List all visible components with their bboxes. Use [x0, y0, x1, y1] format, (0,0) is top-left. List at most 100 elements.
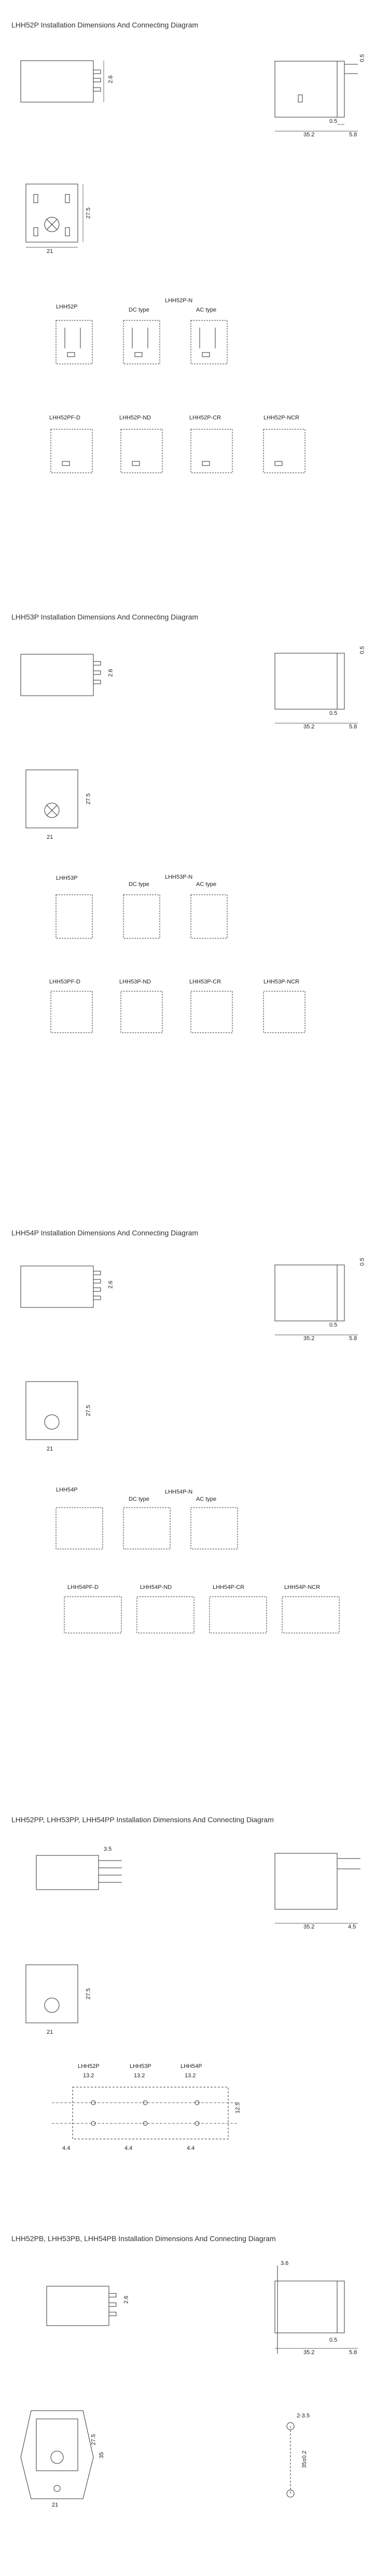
- diagram-label: LHH52P-CR: [189, 415, 221, 421]
- relay-top-view: 35.2 0.5 5.8 0.5: [262, 1249, 371, 1353]
- diagram-label: LHH52PF-D: [49, 415, 80, 421]
- relay-side-view: 2.6: [16, 1260, 119, 1317]
- relay-side-view: 2.6: [31, 2276, 135, 2333]
- diagram-label: LHH53P-ND: [119, 979, 151, 985]
- dim-pin: 5.8: [349, 2349, 357, 2356]
- section-title: LHH53P Installation Dimensions And Conne…: [11, 613, 199, 621]
- diagram-label: AC type: [196, 307, 217, 313]
- dim-pin: 5.8: [349, 1335, 357, 1342]
- wiring-diagram-row1: [52, 317, 259, 369]
- relay-bottom-view: 27.5 35 21: [10, 2400, 114, 2509]
- diagram-label: DC type: [129, 307, 149, 313]
- diagram-label: AC type: [196, 881, 217, 888]
- dim-top: 0.5: [359, 54, 366, 62]
- dim-gap: 0.5: [329, 710, 338, 716]
- wiring-diagram-row2: [47, 426, 327, 478]
- section-title: LHH52PP, LHH53PP, LHH54PP Installation D…: [11, 1815, 274, 1824]
- dim-label: 2.6: [123, 2296, 130, 2304]
- diagram-label: LHH54P: [56, 1487, 78, 1493]
- pcb-dim: 13.2: [83, 2073, 94, 2079]
- hole-dim: 2-3.5: [297, 2413, 310, 2419]
- wiring-diagram-row1: [52, 1505, 259, 1552]
- dim-bottom-width: 21: [52, 2502, 59, 2508]
- pcb-label: LHH52P: [78, 2063, 100, 2070]
- diagram-label: LHH52P-NCR: [263, 415, 300, 421]
- relay-top-view: 3.6 35.2 0.5 5.8: [262, 2260, 371, 2364]
- dim-bottom-width: 21: [47, 1446, 53, 1452]
- relay-bottom-view: 27.5 21: [21, 1960, 114, 2037]
- section-lhh54p-row2: LHH54PF-D LHH54P-ND LHH54P-CR LHH54P-NCR: [0, 1555, 389, 1638]
- dim-label: 3.5: [104, 1846, 112, 1852]
- section-lhh5xpb: LHH52PB, LHH53PB, LHH54PB Installation D…: [0, 2167, 389, 2576]
- mounting-holes: 2-3.5 35±0.2: [270, 2413, 332, 2504]
- pcb-dim: 4.4: [187, 2145, 195, 2151]
- diagram-label: LHH54P-N: [165, 1489, 193, 1495]
- dim-pin: 4.5: [348, 1924, 356, 1930]
- dim-pin: 5.8: [349, 724, 357, 730]
- diagram-label: DC type: [129, 1496, 149, 1502]
- diagram-label: LHH53P-N: [165, 874, 193, 880]
- diagram-label: LHH53P: [56, 875, 78, 881]
- diagram-label: LHH52P-ND: [119, 415, 151, 421]
- dim-gap: 0.5: [329, 1322, 338, 1328]
- pcb-hole-grid: [52, 2082, 239, 2144]
- dim-width: 35.2: [303, 2349, 315, 2356]
- pcb-dim: 4.4: [124, 2145, 133, 2151]
- pcb-label: LHH53P: [130, 2063, 151, 2070]
- dim-label: 2.6: [107, 1280, 114, 1289]
- dim-gap: 0.5: [329, 2337, 338, 2343]
- section-title: LHH54P Installation Dimensions And Conne…: [11, 1229, 199, 1237]
- diagram-label: LHH54P-CR: [213, 1584, 245, 1590]
- dim-width: 35.2: [303, 724, 315, 730]
- diagram-label: LHH52P: [56, 304, 78, 310]
- diagram-label: LHH54P-ND: [140, 1584, 172, 1590]
- dim-label: 2.6: [107, 669, 114, 677]
- relay-bottom-view: 27.5 21: [21, 765, 114, 842]
- dim-total: 35: [99, 2452, 105, 2459]
- pcb-dim: 13.2: [134, 2073, 145, 2079]
- section-title: LHH52P Installation Dimensions And Conne…: [11, 21, 199, 29]
- wiring-diagram-row2: [47, 989, 327, 1036]
- pcb-dim: 4.4: [62, 2145, 71, 2151]
- relay-top-view: 35.2 4.5: [262, 1838, 371, 1941]
- dim-label: 2.6: [107, 75, 114, 83]
- section-title: LHH52PB, LHH53PB, LHH54PB Installation D…: [11, 2234, 276, 2243]
- dim-bottom-width: 21: [47, 834, 53, 840]
- diagram-label: LHH53P-CR: [189, 979, 221, 985]
- diagram-label: LHH54P-NCR: [284, 1584, 321, 1590]
- pcb-label: LHH54P: [180, 2063, 202, 2070]
- hole-dim: 35±0.2: [301, 2451, 308, 2468]
- relay-bottom-view: 27.5 21: [21, 1376, 114, 1454]
- dim-width: 35.2: [303, 1335, 315, 1342]
- wiring-diagram-row2: [62, 1595, 342, 1636]
- dim-width: 35.2: [303, 1924, 315, 1930]
- dim-gap: 0.5: [329, 118, 338, 124]
- section-lhh52p: LHH52P Installation Dimensions And Conne…: [0, 0, 389, 508]
- section-lhh53p: LHH53P Installation Dimensions And Conne…: [0, 518, 389, 1037]
- relay-top-view: 35.2 0.5 5.8 0.5: [262, 46, 371, 149]
- dim-height: 27.5: [85, 207, 92, 219]
- diagram-label: LHH54PF-D: [67, 1584, 99, 1590]
- diagram-label: LHH53PF-D: [49, 979, 80, 985]
- dim-top: 0.5: [359, 1258, 366, 1266]
- dim-bottom-width: 21: [47, 2029, 53, 2035]
- diagram-label: DC type: [129, 881, 149, 888]
- diagram-label: LHH53P-NCR: [263, 979, 300, 985]
- dim-height: 27.5: [85, 1988, 92, 2000]
- pcb-dim: 13.2: [185, 2073, 196, 2079]
- relay-top-view: 35.2 0.5 5.8 0.5: [262, 638, 371, 741]
- dim-height: 27.5: [85, 793, 92, 805]
- section-lhh5xpp: LHH52PP, LHH53PP, LHH54PP Installation D…: [0, 1638, 389, 2053]
- pcb-layout: LHH52P LHH53P LHH54P 13.2 13.2 13.2 4.4 …: [0, 2053, 389, 2167]
- relay-side-view: 2.6: [16, 648, 119, 705]
- dim-bottom-width: 21: [47, 248, 53, 255]
- diagram-label: LHH52P-N: [165, 298, 193, 304]
- dim-pin: 5.8: [349, 132, 357, 138]
- relay-bottom-view: 27.5 21: [21, 179, 114, 257]
- dim-height: 27.5: [90, 2434, 97, 2445]
- dim-width: 35.2: [303, 132, 315, 138]
- wiring-diagram-row1: [52, 892, 259, 944]
- diagram-label: AC type: [196, 1496, 217, 1502]
- relay-side-view: 3.5: [31, 1843, 135, 1900]
- dim-top: 0.5: [359, 646, 366, 654]
